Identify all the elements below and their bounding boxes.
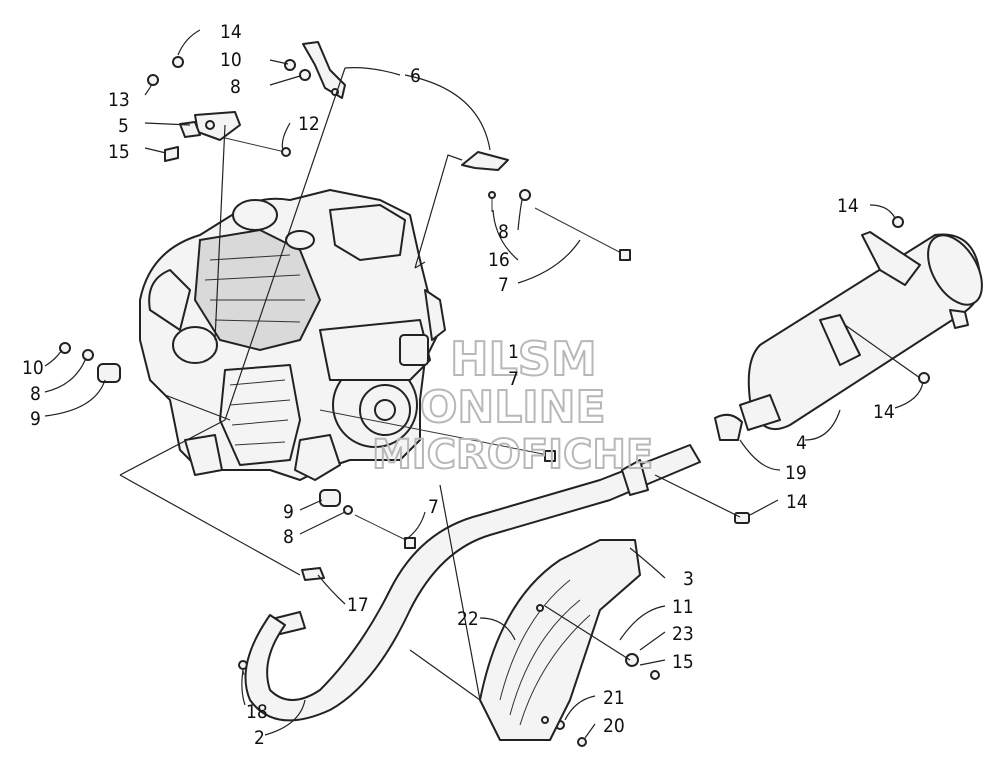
callout-17: 17 — [347, 594, 369, 616]
callout-14: 14 — [837, 195, 859, 217]
callout-8: 8 — [30, 383, 41, 405]
heat-shield — [479, 539, 641, 741]
callout-8: 8 — [283, 526, 294, 548]
engine-bracket-upper — [179, 41, 509, 171]
callout-14: 14 — [873, 401, 895, 423]
leader-lines — [44, 29, 924, 739]
callout-7: 7 — [508, 368, 519, 390]
callout-21: 21 — [603, 687, 625, 709]
callout-14: 14 — [220, 21, 242, 43]
watermark-line2: ONLINE — [420, 382, 606, 433]
callout-18: 18 — [246, 701, 268, 723]
callout-3: 3 — [683, 568, 694, 590]
callout-8: 8 — [230, 76, 241, 98]
callout-11: 11 — [672, 596, 694, 618]
fastener-hardware — [59, 56, 930, 747]
callout-labels: 14 10 8 6 13 5 12 15 8 16 7 14 1 7 10 8 … — [22, 21, 895, 749]
watermark: HLSM ONLINE MICROFICHE — [371, 331, 654, 479]
callout-6: 6 — [410, 65, 421, 87]
callout-9: 9 — [30, 408, 41, 430]
engine-assembly — [139, 189, 446, 481]
watermark-line1: HLSM — [450, 332, 597, 386]
callout-1: 1 — [508, 341, 519, 363]
callout-8: 8 — [498, 221, 509, 243]
callout-12: 12 — [298, 113, 320, 135]
callout-23: 23 — [672, 623, 694, 645]
callout-2: 2 — [254, 727, 265, 749]
callout-5: 5 — [118, 115, 129, 137]
callout-4: 4 — [796, 432, 807, 454]
exhaust-pipe — [244, 444, 701, 722]
watermark-line3: MICROFICHE — [372, 432, 653, 478]
callout-22: 22 — [457, 608, 479, 630]
callout-16: 16 — [488, 249, 510, 271]
callout-9: 9 — [283, 501, 294, 523]
callout-14: 14 — [786, 491, 808, 513]
callout-15: 15 — [672, 651, 694, 673]
callout-15: 15 — [108, 141, 130, 163]
callout-7: 7 — [428, 496, 439, 518]
muffler — [739, 231, 983, 431]
callout-19: 19 — [785, 462, 807, 484]
callout-7: 7 — [498, 274, 509, 296]
callout-20: 20 — [603, 715, 625, 737]
callout-10: 10 — [22, 357, 44, 379]
callout-13: 13 — [108, 89, 130, 111]
callout-10: 10 — [220, 49, 242, 71]
